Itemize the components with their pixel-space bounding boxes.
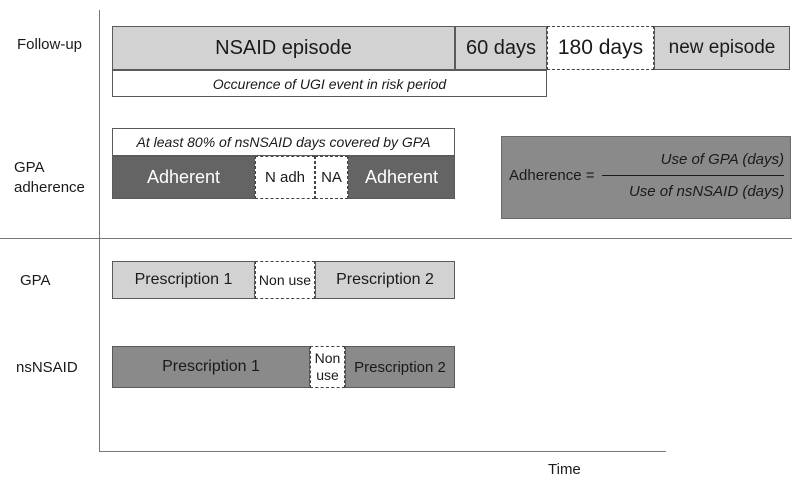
section-divider: [0, 238, 792, 239]
adherent-bar-2: Adherent: [348, 156, 455, 199]
nsnsaid-prescription-2-bar: Prescription 2: [345, 346, 455, 388]
adherence-formula-box: Adherence = Use of GPA (days) Use of nsN…: [501, 136, 791, 219]
row-label-gpa: GPA: [20, 272, 51, 289]
ugi-event-note: Occurence of UGI event in risk period: [112, 70, 547, 97]
nsnsaid-non-use-line1: Non: [314, 350, 341, 366]
non-adherent-bar: N adh: [255, 156, 315, 199]
gpa-prescription-2-bar: Prescription 2: [315, 261, 455, 299]
nsnsaid-non-use-line2: use: [316, 367, 339, 383]
nsnsaid-prescription-1-bar: Prescription 1: [112, 346, 310, 388]
formula-lhs: Adherence =: [509, 167, 595, 184]
row-label-gpa-adherence-line1: GPA: [14, 159, 45, 176]
nsaid-episode-bar: NSAID episode: [112, 26, 455, 70]
not-applicable-bar: NA: [315, 156, 348, 199]
adherent-bar-1: Adherent: [112, 156, 255, 199]
row-label-nsnsaid: nsNSAID: [16, 359, 78, 376]
nsnsaid-non-use-bar: Non use: [310, 346, 345, 388]
one-eighty-days-bar: 180 days: [547, 26, 654, 70]
time-axis-label: Time: [548, 461, 581, 478]
formula-denominator: Use of nsNSAID (days): [628, 183, 784, 200]
row-label-gpa-adherence-line2: adherence: [14, 179, 85, 196]
gpa-prescription-1-bar: Prescription 1: [112, 261, 255, 299]
gpa-non-use-bar: Non use: [255, 261, 315, 299]
new-episode-bar: new episode: [654, 26, 790, 70]
sixty-days-bar: 60 days: [455, 26, 547, 70]
formula-fraction-line: [602, 175, 784, 176]
formula-numerator: Use of GPA (days): [660, 151, 784, 168]
adherence-criterion-note: At least 80% of nsNSAID days covered by …: [112, 128, 455, 156]
row-label-followup: Follow-up: [17, 36, 83, 53]
vertical-axis: [99, 10, 100, 452]
horizontal-axis: [99, 451, 666, 452]
